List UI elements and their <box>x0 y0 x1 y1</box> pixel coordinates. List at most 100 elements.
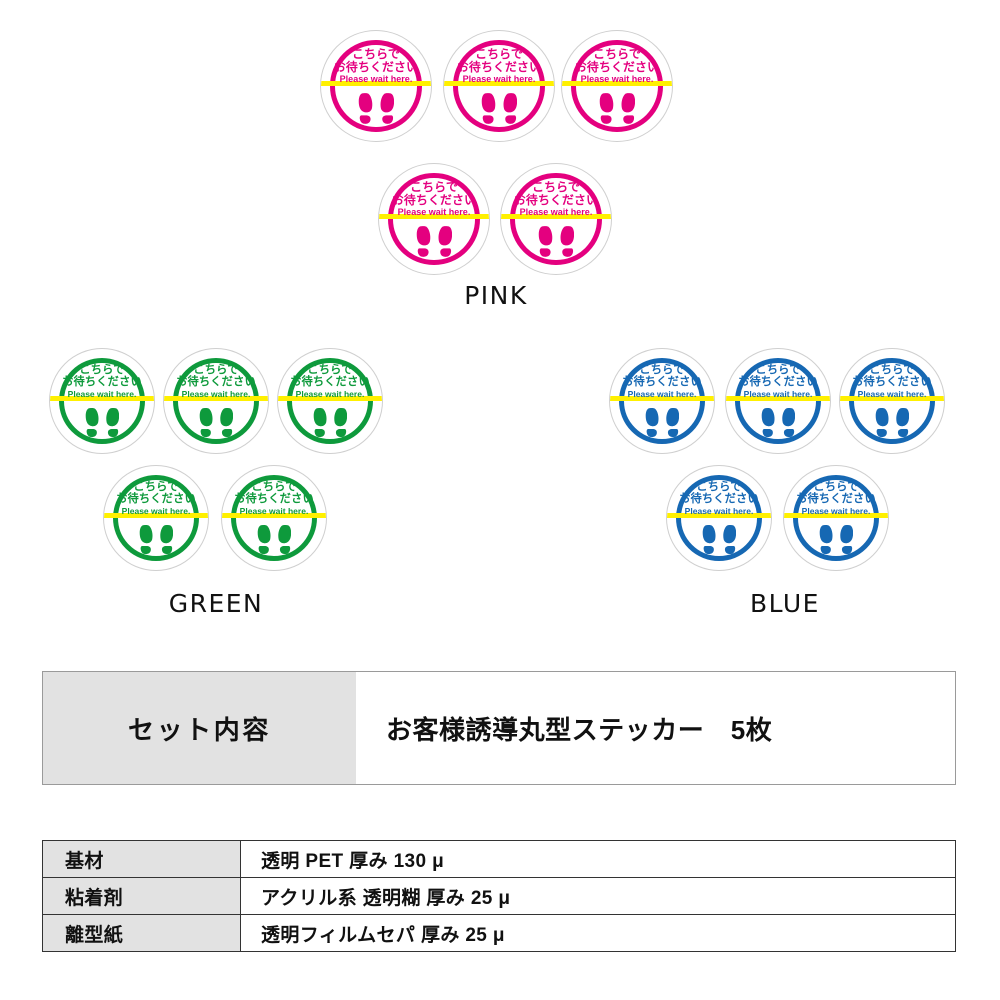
sticker-footprints <box>726 406 830 438</box>
sticker-jp-line2: お待ちください <box>679 493 759 506</box>
group-label-pink: PINK <box>464 281 528 310</box>
sticker-en-line: Please wait here. <box>239 506 309 517</box>
spec-value-2: 透明フィルムセパ 厚み 25 μ <box>240 914 956 952</box>
sticker-en-line: Please wait here. <box>67 389 137 400</box>
yellow-divider-bar <box>321 81 431 87</box>
sticker-footprints <box>610 406 714 438</box>
yellow-divider-bar <box>379 214 489 220</box>
yellow-divider-bar <box>50 396 154 402</box>
sticker-jp-line1: こちらで <box>133 481 179 494</box>
footprints-icon <box>85 407 119 437</box>
footprints-icon <box>599 93 635 124</box>
sticker-jp-line2: お待ちください <box>852 376 932 389</box>
sticker-en-line: Please wait here. <box>462 73 536 84</box>
sticker-footprints <box>164 406 268 438</box>
sticker-footprints <box>784 523 888 555</box>
sticker-jp-line2: お待ちください <box>62 376 142 389</box>
footprints-icon <box>257 524 291 554</box>
sticker-en-line: Please wait here. <box>295 389 365 400</box>
sticker-footprints <box>840 406 944 438</box>
table-row: 離型紙 透明フィルムセパ 厚み 25 μ <box>42 914 956 952</box>
yellow-divider-bar <box>104 513 208 519</box>
sticker-en-line: Please wait here. <box>181 389 251 400</box>
sticker-jp-line1: こちらで <box>251 481 297 494</box>
sticker-jp-line2: お待ちください <box>796 493 876 506</box>
footprints-icon <box>538 226 574 257</box>
sticker-jp-line2: お待ちください <box>176 376 256 389</box>
footprints-icon <box>819 524 853 554</box>
sticker-jp-line1: こちらで <box>696 481 742 494</box>
sticker-jp-line1: こちらで <box>755 364 801 377</box>
spec-value-1: アクリル系 透明糊 厚み 25 μ <box>240 877 956 915</box>
sticker-jp-line2: お待ちください <box>738 376 818 389</box>
sticker-jp-line2: お待ちください <box>234 493 314 506</box>
spec-key-0: 基材 <box>42 840 241 878</box>
footprints-icon <box>481 93 517 124</box>
sticker-jp-line1: こちらで <box>639 364 685 377</box>
yellow-divider-bar <box>164 396 268 402</box>
sticker-jp-line1: こちらで <box>410 180 458 195</box>
yellow-divider-bar <box>222 513 326 519</box>
table-row: 基材 透明 PET 厚み 130 μ <box>42 840 956 878</box>
footprints-icon <box>416 226 452 257</box>
sticker-en-line: Please wait here. <box>857 389 927 400</box>
sticker-jp-line2: お待ちください <box>333 59 419 74</box>
yellow-divider-bar <box>501 214 611 220</box>
sticker-jp-line1: こちらで <box>307 364 353 377</box>
spec-key-2: 離型紙 <box>42 914 241 952</box>
yellow-divider-bar <box>610 396 714 402</box>
set-contents-label: セット内容 <box>43 672 356 784</box>
sticker-footprints <box>379 224 489 258</box>
sticker-footprints <box>501 224 611 258</box>
yellow-divider-bar <box>562 81 672 87</box>
spec-key-1: 粘着剤 <box>42 877 241 915</box>
sticker-jp-line1: こちらで <box>79 364 125 377</box>
footprints-icon <box>702 524 736 554</box>
sticker-footprints <box>444 91 554 125</box>
footprints-icon <box>358 93 394 124</box>
sticker-jp-line2: お待ちください <box>622 376 702 389</box>
spec-table: 基材 透明 PET 厚み 130 μ 粘着剤 アクリル系 透明糊 厚み 25 μ… <box>42 840 956 952</box>
sticker-en-line: Please wait here. <box>121 506 191 517</box>
sticker-jp-line1: こちらで <box>869 364 915 377</box>
sticker-jp-line2: お待ちください <box>574 59 660 74</box>
spec-value-0: 透明 PET 厚み 130 μ <box>240 840 956 878</box>
yellow-divider-bar <box>444 81 554 87</box>
sticker-jp-line2: お待ちください <box>290 376 370 389</box>
sticker-jp-line2: お待ちください <box>116 493 196 506</box>
table-row: 粘着剤 アクリル系 透明糊 厚み 25 μ <box>42 877 956 915</box>
footprints-icon <box>139 524 173 554</box>
sticker-jp-line2: お待ちください <box>391 192 477 207</box>
